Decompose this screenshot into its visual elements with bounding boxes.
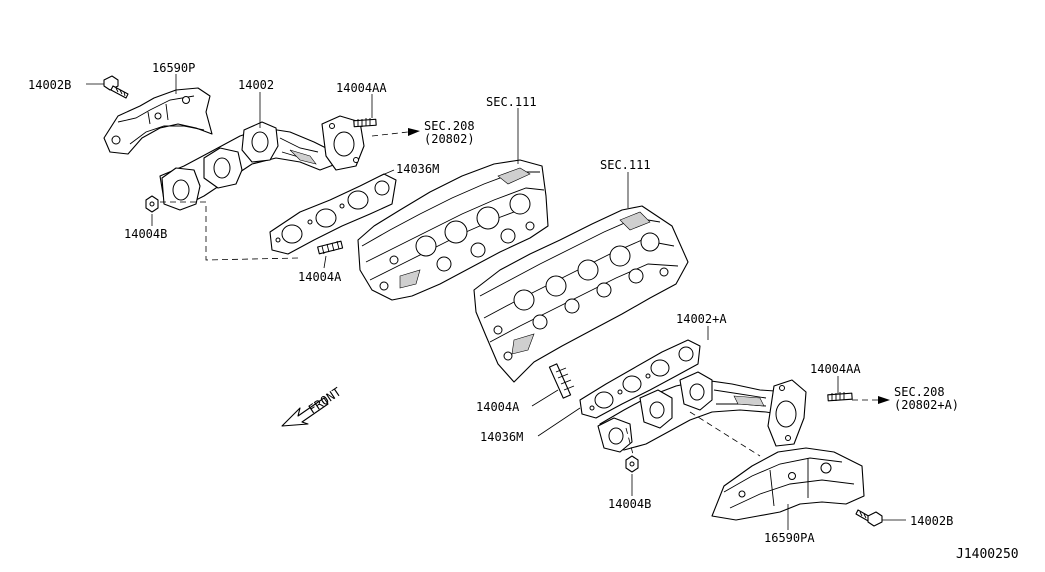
cylinder-head-right[interactable] [473,205,689,383]
bolt-14002b-top[interactable] [103,75,129,99]
label-sec208-top: SEC.208 [424,119,475,133]
heat-shield-16590pa[interactable] [711,447,865,521]
label-sec111-right: SEC.111 [600,158,651,172]
label-20802: (20802) [424,132,475,146]
label-14002b-top: 14002B [28,78,71,92]
label-16590p: 16590P [152,61,195,75]
nut-14004b-bottom[interactable] [625,455,639,473]
label-front: FRONT [306,385,344,417]
bolt-14002b-bottom[interactable] [855,509,883,527]
cylinder-head-left[interactable] [357,159,549,301]
gasket-14036m-top[interactable] [269,173,397,255]
exhaust-manifold-14002a[interactable] [597,371,807,453]
diagram-id: J1400250 [956,547,1019,562]
label-14036m-bottom: 14036M [480,430,523,444]
leader-lines [86,74,906,530]
label-14004aa-top: 14004AA [336,81,387,95]
arrow-sec208-top [371,128,420,137]
label-16590pa: 16590PA [764,531,815,545]
label-14004aa-bottom: 14004AA [810,362,861,376]
arrow-sec208-bottom [852,396,890,404]
stud-14004aa-top[interactable] [353,118,377,128]
nut-14004b-top[interactable] [145,195,159,213]
stud-14004a-bottom[interactable] [548,363,575,399]
label-14004b-bottom: 14004B [608,497,651,511]
label-14004a-top: 14004A [298,270,342,284]
label-14002b-bottom: 14002B [910,514,953,528]
exhaust-manifold-14002[interactable] [159,115,365,211]
label-sec111-left: SEC.111 [486,95,537,109]
label-14002a: 14002+A [676,312,727,326]
label-14004a-bottom: 14004A [476,400,520,414]
stud-14004a-top[interactable] [317,240,344,255]
label-14036m-top: 14036M [396,162,439,176]
label-14002: 14002 [238,78,274,92]
dashed-connector-top [160,201,299,261]
label-sec208-bottom: SEC.208 [894,385,945,399]
label-20802a: (20802+A) [894,398,959,412]
gasket-14036m-bottom[interactable] [579,339,701,419]
stud-14004aa-bottom[interactable] [827,392,853,402]
dashed-connector-bottom [625,411,761,459]
label-14004b-top: 14004B [124,227,167,241]
front-arrow-icon [281,397,329,427]
heat-shield-16590p[interactable] [103,87,213,155]
